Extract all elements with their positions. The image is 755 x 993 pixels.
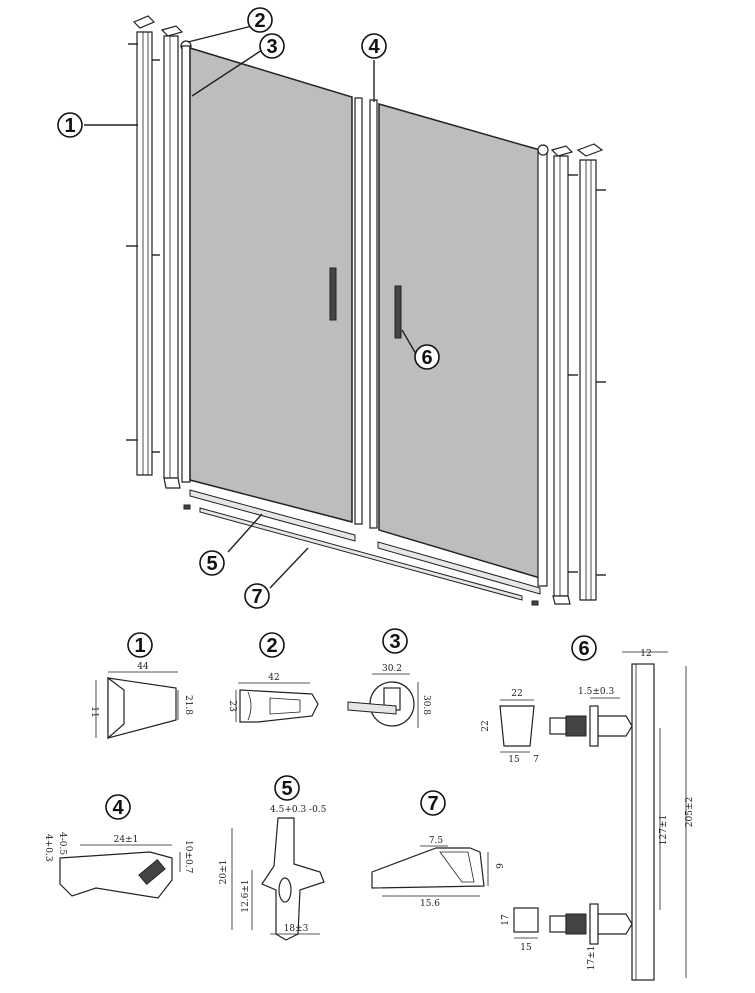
svg-text:6: 6 bbox=[578, 638, 589, 660]
svg-text:4: 4 bbox=[112, 797, 124, 819]
top-fixing: 1.5±0.3 22 22 15 7 bbox=[481, 687, 633, 765]
svg-text:30.8: 30.8 bbox=[421, 695, 431, 715]
svg-text:4: 4 bbox=[368, 36, 380, 58]
callout-1: 1 bbox=[57, 112, 83, 138]
right-hinge-profile bbox=[550, 145, 574, 605]
svg-text:5: 5 bbox=[206, 553, 217, 575]
svg-text:23: 23 bbox=[227, 700, 237, 712]
svg-text:7: 7 bbox=[533, 755, 539, 765]
right-door-handle bbox=[394, 285, 402, 339]
detail-2-hinge-profile: 2 42 23 bbox=[227, 632, 319, 723]
svg-text:15: 15 bbox=[508, 755, 520, 765]
svg-text:18±3: 18±3 bbox=[284, 924, 309, 934]
left-hinge-profile bbox=[160, 25, 192, 489]
svg-text:15.6: 15.6 bbox=[420, 899, 440, 909]
svg-text:1: 1 bbox=[64, 115, 75, 137]
detail-1-wall-profile: 1 44 11 21.8 bbox=[89, 632, 193, 740]
svg-text:5: 5 bbox=[281, 778, 292, 800]
svg-text:1: 1 bbox=[134, 635, 145, 657]
callout-7: 7 bbox=[244, 583, 270, 609]
left-door-handle bbox=[329, 267, 337, 321]
exploded-assembly-view: 1 2 3 4 5 6 7 bbox=[57, 7, 606, 609]
handle-bar bbox=[631, 663, 655, 981]
callout-5: 5 bbox=[199, 550, 225, 576]
svg-text:7.5: 7.5 bbox=[429, 836, 444, 846]
svg-text:22: 22 bbox=[511, 689, 522, 699]
svg-text:7: 7 bbox=[251, 586, 262, 608]
svg-text:30.2: 30.2 bbox=[382, 664, 402, 674]
svg-text:24±1: 24±1 bbox=[114, 835, 139, 845]
svg-text:12.6±1: 12.6±1 bbox=[241, 879, 251, 912]
svg-text:6: 6 bbox=[493, 863, 503, 869]
right-wall-profile bbox=[568, 143, 606, 601]
svg-text:44: 44 bbox=[137, 662, 149, 672]
svg-text:4-0.5: 4-0.5 bbox=[57, 832, 67, 855]
svg-text:22: 22 bbox=[481, 720, 491, 731]
svg-text:21.8: 21.8 bbox=[183, 695, 193, 715]
svg-text:4.5+0.3 -0.5: 4.5+0.3 -0.5 bbox=[270, 805, 327, 815]
callout-3: 3 bbox=[259, 33, 285, 59]
svg-text:17: 17 bbox=[501, 914, 511, 926]
detail-4-magnetic-seal: 4 24±1 10±0.7 4+0.3 4-0.5 bbox=[43, 794, 193, 899]
left-door-panel bbox=[181, 45, 363, 525]
svg-text:7: 7 bbox=[427, 793, 438, 815]
bottom-seals bbox=[183, 489, 541, 606]
left-wall-profile bbox=[126, 15, 160, 476]
svg-text:17±1: 17±1 bbox=[587, 946, 597, 971]
svg-text:10±0.7: 10±0.7 bbox=[183, 840, 193, 874]
svg-text:127±1: 127±1 bbox=[659, 815, 669, 845]
svg-text:1.5±0.3: 1.5±0.3 bbox=[578, 687, 614, 697]
svg-text:2: 2 bbox=[266, 635, 277, 657]
detail-7-drip-seal: 7 7.5 15.6 6 bbox=[371, 790, 503, 909]
svg-text:42: 42 bbox=[268, 673, 279, 683]
svg-text:2: 2 bbox=[254, 10, 265, 32]
svg-text:205±2: 205±2 bbox=[685, 797, 695, 827]
callout-2: 2 bbox=[247, 7, 273, 33]
callout-6: 6 bbox=[414, 344, 440, 370]
right-door-panel bbox=[369, 99, 549, 587]
svg-text:6: 6 bbox=[421, 347, 432, 369]
svg-text:3: 3 bbox=[389, 631, 400, 653]
svg-text:12: 12 bbox=[640, 649, 651, 659]
svg-text:3: 3 bbox=[266, 36, 277, 58]
svg-text:11: 11 bbox=[89, 706, 99, 717]
callout-4: 4 bbox=[361, 33, 387, 59]
bottom-fixing: 17 15 17±1 bbox=[501, 903, 633, 971]
detail-3-door-profile: 3 30.2 30.8 bbox=[347, 628, 431, 728]
detail-6-handle: 6 12 127±1 205±2 1.5±0.3 22 22 15 7 bbox=[481, 635, 695, 981]
detail-5-bottom-seal: 5 4.5+0.3 -0.5 20±1 12.6±1 18±3 bbox=[219, 775, 327, 941]
svg-text:20±1: 20±1 bbox=[219, 860, 229, 885]
svg-text:15: 15 bbox=[520, 943, 532, 953]
svg-text:4+0.3: 4+0.3 bbox=[43, 834, 53, 862]
